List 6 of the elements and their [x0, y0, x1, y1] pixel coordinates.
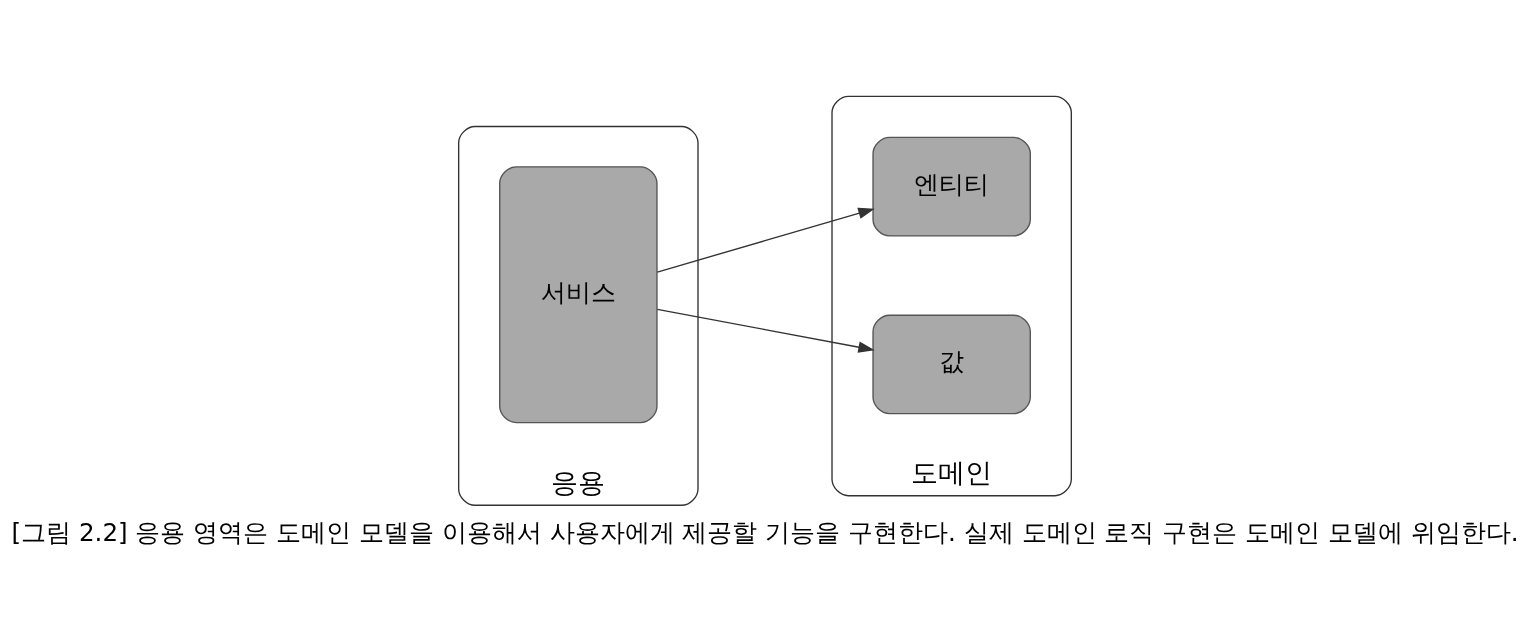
- node-box: 값: [872, 314, 1031, 415]
- caption: [그림 2.2] 응용 영역은 도메인 모델을 이용해서 사용자에게 제공할 기능을 구현한다. 실제 도메인 로직 구현은 도메인 모델에 위임한다.: [11, 518, 1519, 548]
- arrow: [656, 308, 875, 353]
- node-box: 서비스: [499, 166, 658, 424]
- node-box: 엔티티: [872, 136, 1031, 237]
- arrow: [656, 207, 875, 273]
